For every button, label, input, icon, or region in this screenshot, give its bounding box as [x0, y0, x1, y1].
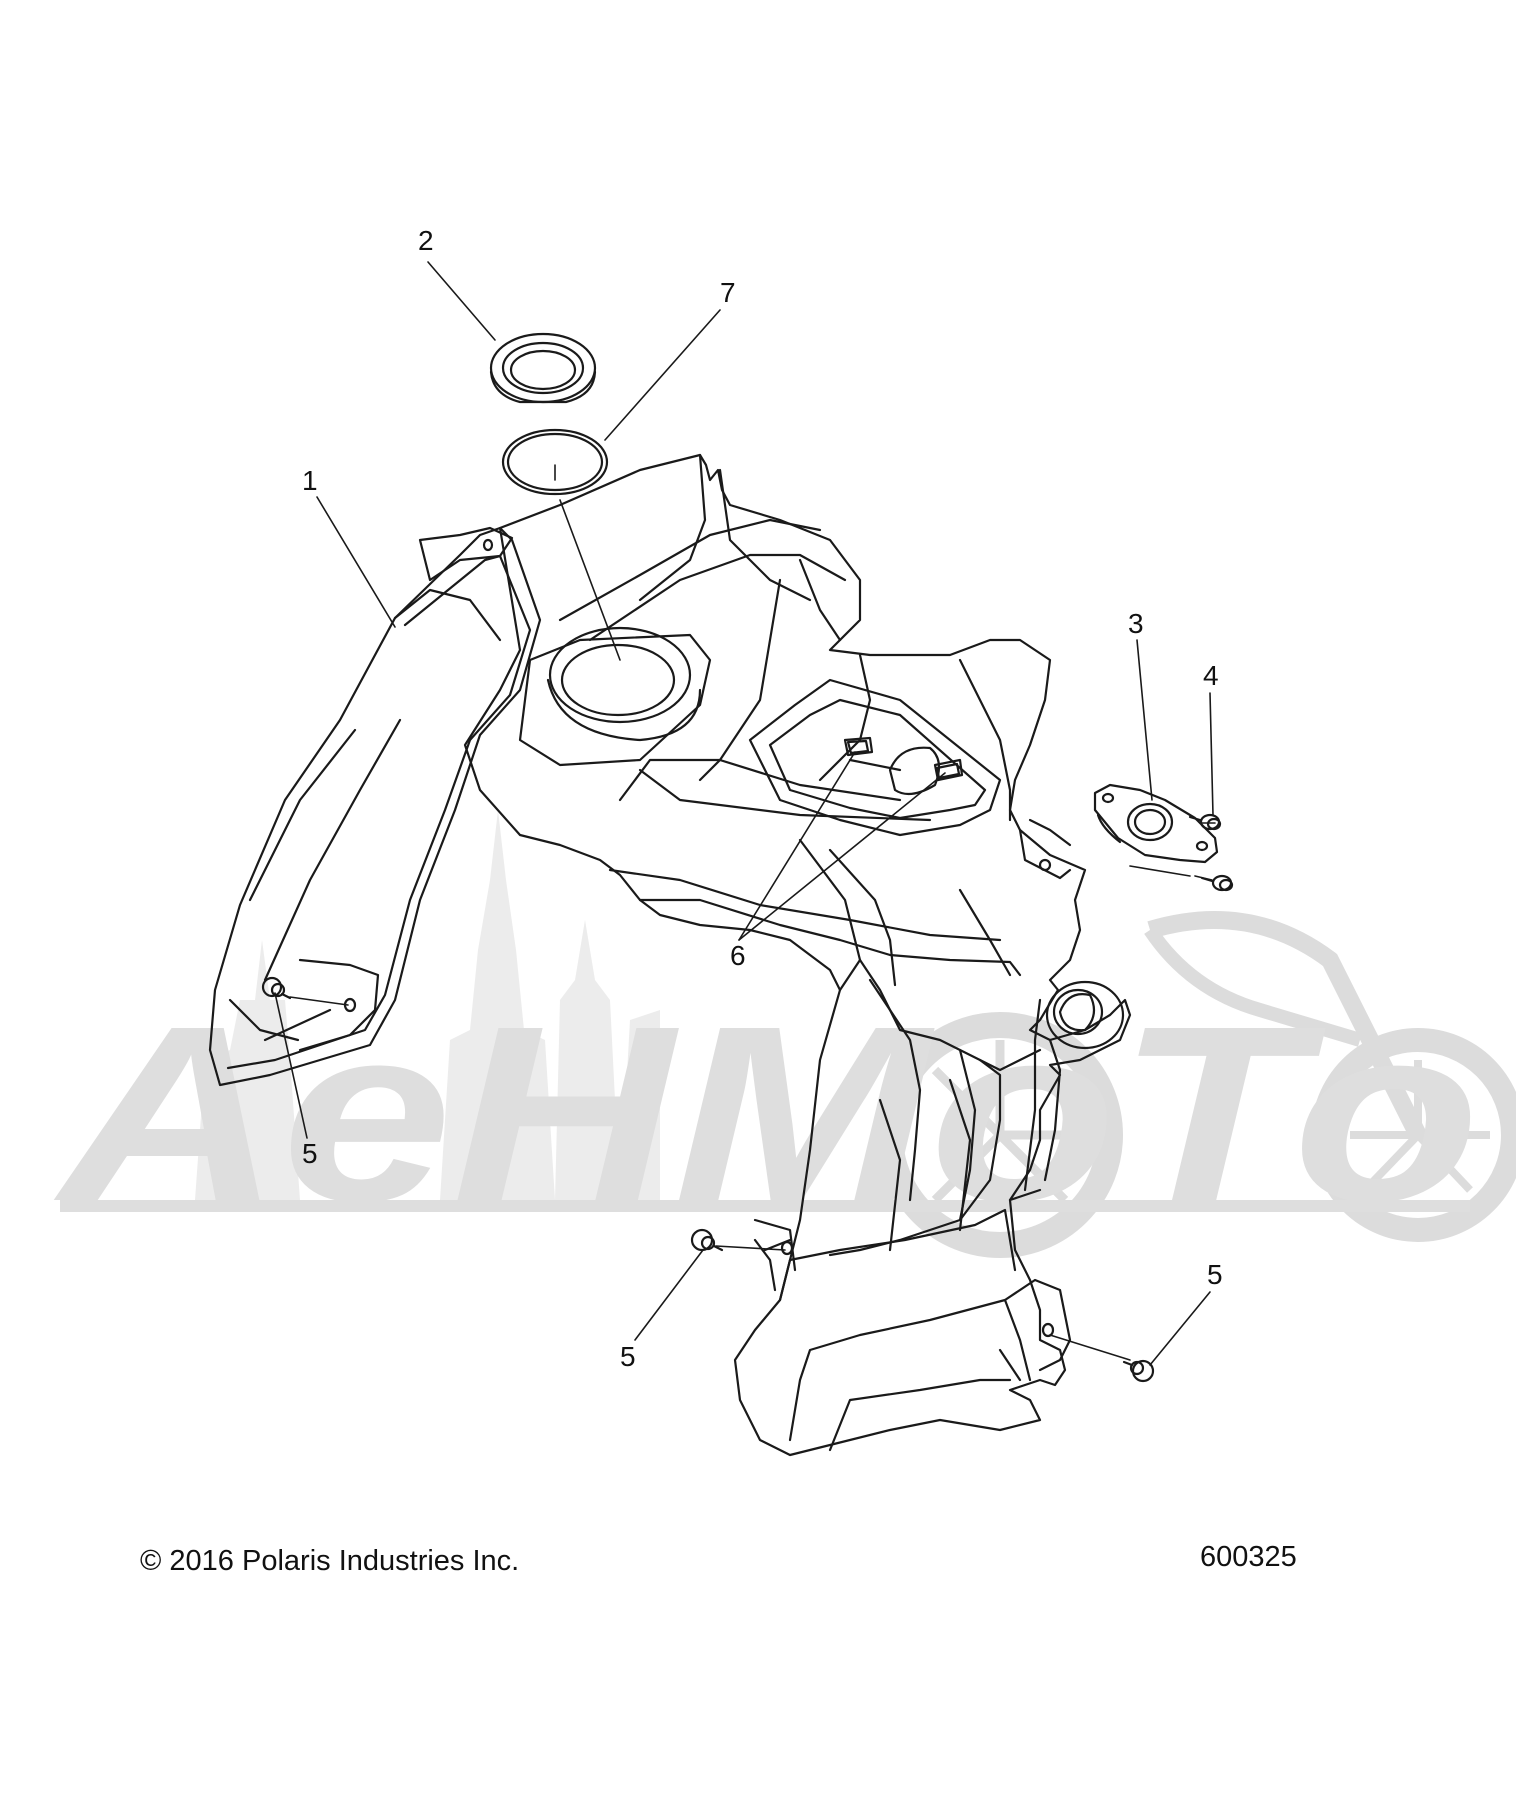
leader-lines: [274, 261, 1216, 1366]
callout-2: 2: [418, 225, 434, 256]
copyright-notice: © 2016 Polaris Industries Inc.: [140, 1545, 520, 1577]
push-rivet-left: [261, 976, 292, 1000]
callout-labels: 2 7 1 3 4 6 5 5 5: [302, 225, 1223, 1372]
callout-6: 6: [730, 940, 746, 971]
watermark: AeHMoTo: [53, 810, 1516, 1258]
tank-cover-body: [463, 453, 1132, 1457]
callout-7: 7: [720, 277, 736, 308]
filler-cap-ring: [489, 332, 597, 404]
callout-5-right: 5: [1207, 1259, 1223, 1290]
callout-3: 3: [1128, 608, 1144, 639]
mounting-plate: [1093, 783, 1219, 864]
callout-5-left: 5: [302, 1138, 318, 1169]
drawing-number: 600325: [1200, 1541, 1297, 1573]
callout-4: 4: [1203, 660, 1219, 691]
callout-1: 1: [302, 465, 318, 496]
left-shroud-panel: [208, 526, 542, 1087]
screw-top: [1188, 813, 1222, 831]
push-rivet-right: [1122, 1359, 1155, 1383]
callout-5-center: 5: [620, 1341, 636, 1372]
o-ring: [501, 428, 609, 496]
